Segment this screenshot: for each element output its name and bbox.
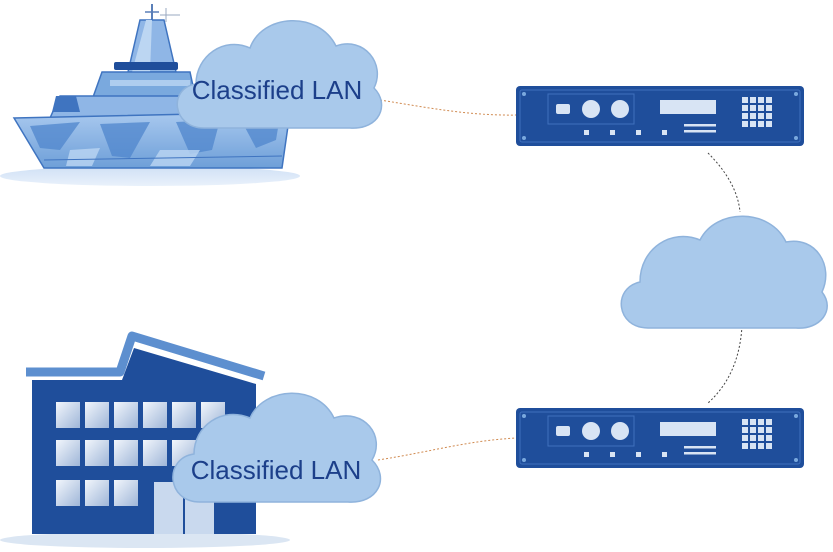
link-top-device-to-wan-cloud: [707, 152, 741, 213]
building-lan-label: Classified LAN: [191, 455, 362, 485]
link-building-lan-to-bottom-device: [377, 437, 519, 461]
cloud-building-lan: Classified LAN: [172, 392, 382, 503]
rack-encryptor-bottom: [516, 408, 804, 468]
link-ship-lan-to-top-device: [379, 99, 519, 116]
links: [377, 99, 743, 461]
cloud-icon: [172, 392, 382, 503]
building-windows: [56, 402, 225, 506]
cloud-icon: [620, 215, 828, 329]
link-wan-cloud-to-bottom-device: [707, 325, 743, 404]
cloud-ship-lan: Classified LAN: [176, 20, 383, 129]
rack-encryptor-icon: [516, 86, 804, 146]
cloud-icon: [176, 20, 383, 129]
ship-lan-label: Classified LAN: [192, 75, 363, 105]
cloud-wan: [620, 215, 828, 329]
rack-encryptor-top: [516, 86, 804, 146]
rack-encryptor-icon: [516, 408, 804, 468]
